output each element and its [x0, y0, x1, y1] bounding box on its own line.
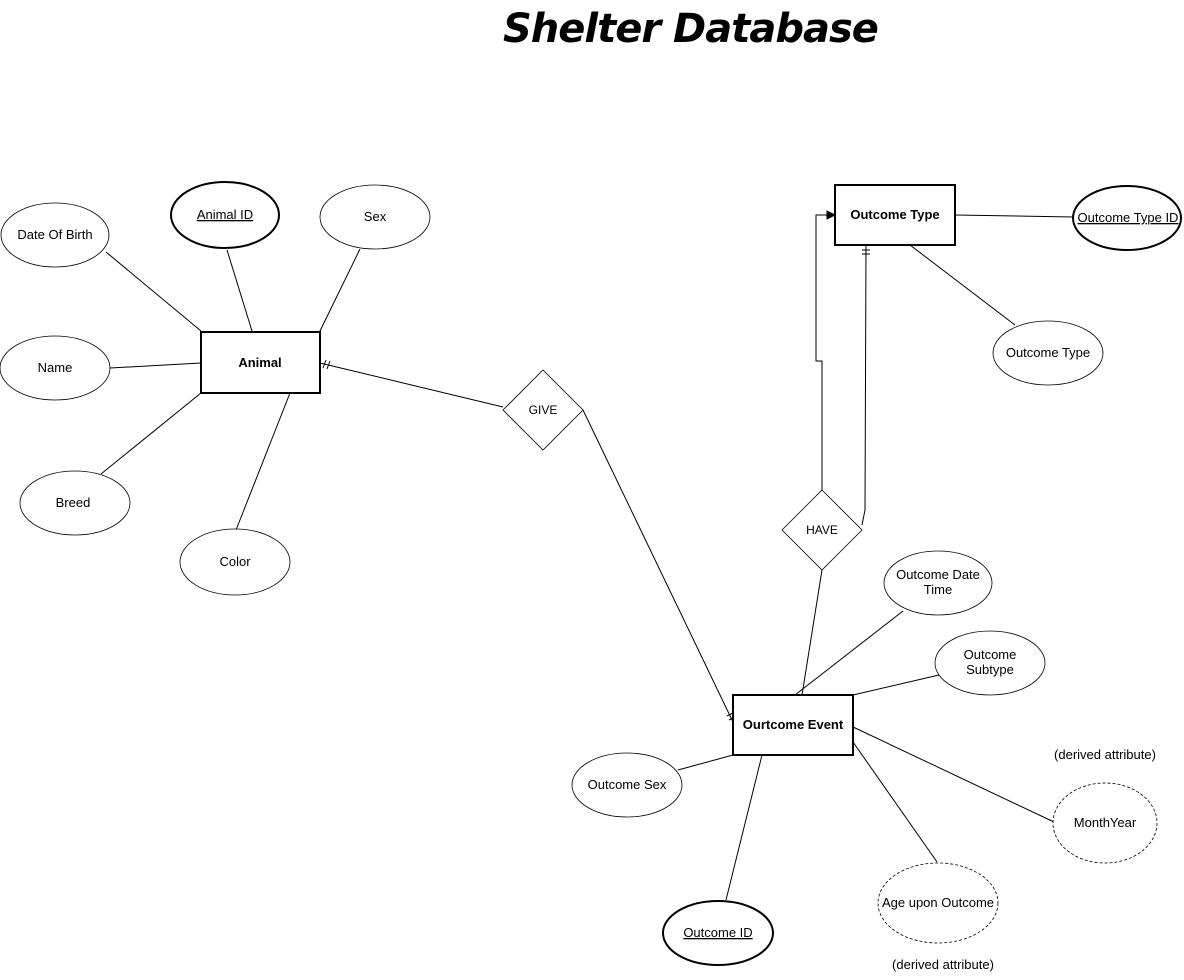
attribute-outcome-date-time-label-2: Time: [924, 582, 952, 597]
note-derived-month-year: (derived attribute): [1054, 747, 1156, 762]
attribute-sex[interactable]: Sex: [319, 184, 431, 250]
relationship-give[interactable]: GIVE: [502, 369, 584, 451]
attribute-breed-label: Breed: [56, 495, 91, 510]
attribute-outcome-type-id[interactable]: Outcome Type ID: [1072, 185, 1182, 251]
attribute-outcome-date-time[interactable]: Outcome Date Time: [883, 550, 993, 616]
edge-event-age: [852, 741, 938, 863]
attribute-color-label: Color: [219, 554, 251, 569]
edge-event-id: [725, 754, 763, 901]
attribute-outcome-subtype-label-2: Subtype: [966, 662, 1014, 677]
attribute-name-label: Name: [38, 360, 73, 375]
attribute-animal-id[interactable]: Animal ID: [170, 181, 280, 249]
diagram-title: Shelter Database: [503, 6, 879, 52]
entity-outcome-type-label: Outcome Type: [850, 207, 939, 222]
attribute-outcome-date-time-label-1: Outcome Date: [896, 567, 980, 582]
attribute-animal-id-label: Animal ID: [197, 207, 253, 222]
edge-animal-color: [235, 392, 291, 531]
attribute-outcome-type-id-label: Outcome Type ID: [1078, 210, 1179, 225]
attribute-outcome-subtype[interactable]: Outcome Subtype: [934, 630, 1046, 696]
entity-outcome-type[interactable]: Outcome Type: [834, 184, 956, 246]
entity-outcome-event[interactable]: Ourtcome Event: [732, 694, 854, 756]
edge-event-subtype: [852, 674, 940, 696]
edge-otype-id: [954, 214, 1074, 218]
edge-animal-breed: [100, 392, 202, 475]
relationship-have[interactable]: HAVE: [781, 489, 863, 571]
attribute-outcome-sex-label: Outcome Sex: [588, 777, 667, 792]
attribute-name[interactable]: Name: [0, 335, 111, 401]
edge-otype-attr: [909, 244, 1016, 326]
attribute-date-of-birth-label: Date Of Birth: [17, 227, 92, 242]
entity-outcome-event-label: Ourtcome Event: [743, 717, 844, 732]
edge-give-event: [582, 409, 734, 723]
attribute-sex-label: Sex: [364, 209, 387, 224]
attribute-color[interactable]: Color: [179, 528, 291, 596]
edge-have-event: [801, 569, 823, 696]
tick-animal-give-1: [322, 359, 327, 369]
edge-animal-name: [109, 362, 202, 369]
edge-animal-give: [319, 362, 504, 408]
edge-animal-id: [226, 249, 253, 332]
arrowhead-otype: [826, 210, 837, 220]
attribute-date-of-birth[interactable]: Date Of Birth: [0, 202, 110, 268]
attribute-breed[interactable]: Breed: [19, 470, 131, 536]
note-derived-age: (derived attribute): [892, 957, 994, 972]
attribute-month-year[interactable]: MonthYear: [1052, 782, 1158, 864]
attribute-outcome-type-label: Outcome Type: [1006, 345, 1090, 360]
edge-animal-dob: [105, 251, 202, 332]
edge-event-sex: [677, 754, 734, 771]
entity-animal-label: Animal: [238, 355, 281, 370]
attribute-outcome-id[interactable]: Outcome ID: [662, 900, 774, 966]
entity-animal[interactable]: Animal: [200, 331, 321, 394]
edge-have-otype: [861, 244, 867, 526]
attribute-month-year-label: MonthYear: [1074, 815, 1137, 830]
attribute-age-upon-outcome[interactable]: Age upon Outcome: [877, 862, 999, 944]
relationship-have-label: HAVE: [806, 523, 838, 537]
attribute-outcome-subtype-label-1: Outcome: [964, 647, 1017, 662]
attribute-outcome-type[interactable]: Outcome Type: [992, 320, 1104, 386]
edge-have-otype-arrow: [815, 214, 829, 490]
tick-animal-give-2: [326, 360, 331, 370]
attribute-age-upon-outcome-label: Age upon Outcome: [882, 895, 994, 910]
attribute-outcome-id-label: Outcome ID: [683, 925, 752, 940]
edge-event-monthyear: [852, 726, 1055, 823]
relationship-give-label: GIVE: [529, 403, 558, 417]
edge-animal-sex: [319, 248, 361, 332]
edge-event-datetime: [794, 610, 904, 696]
attribute-outcome-sex[interactable]: Outcome Sex: [571, 752, 683, 818]
